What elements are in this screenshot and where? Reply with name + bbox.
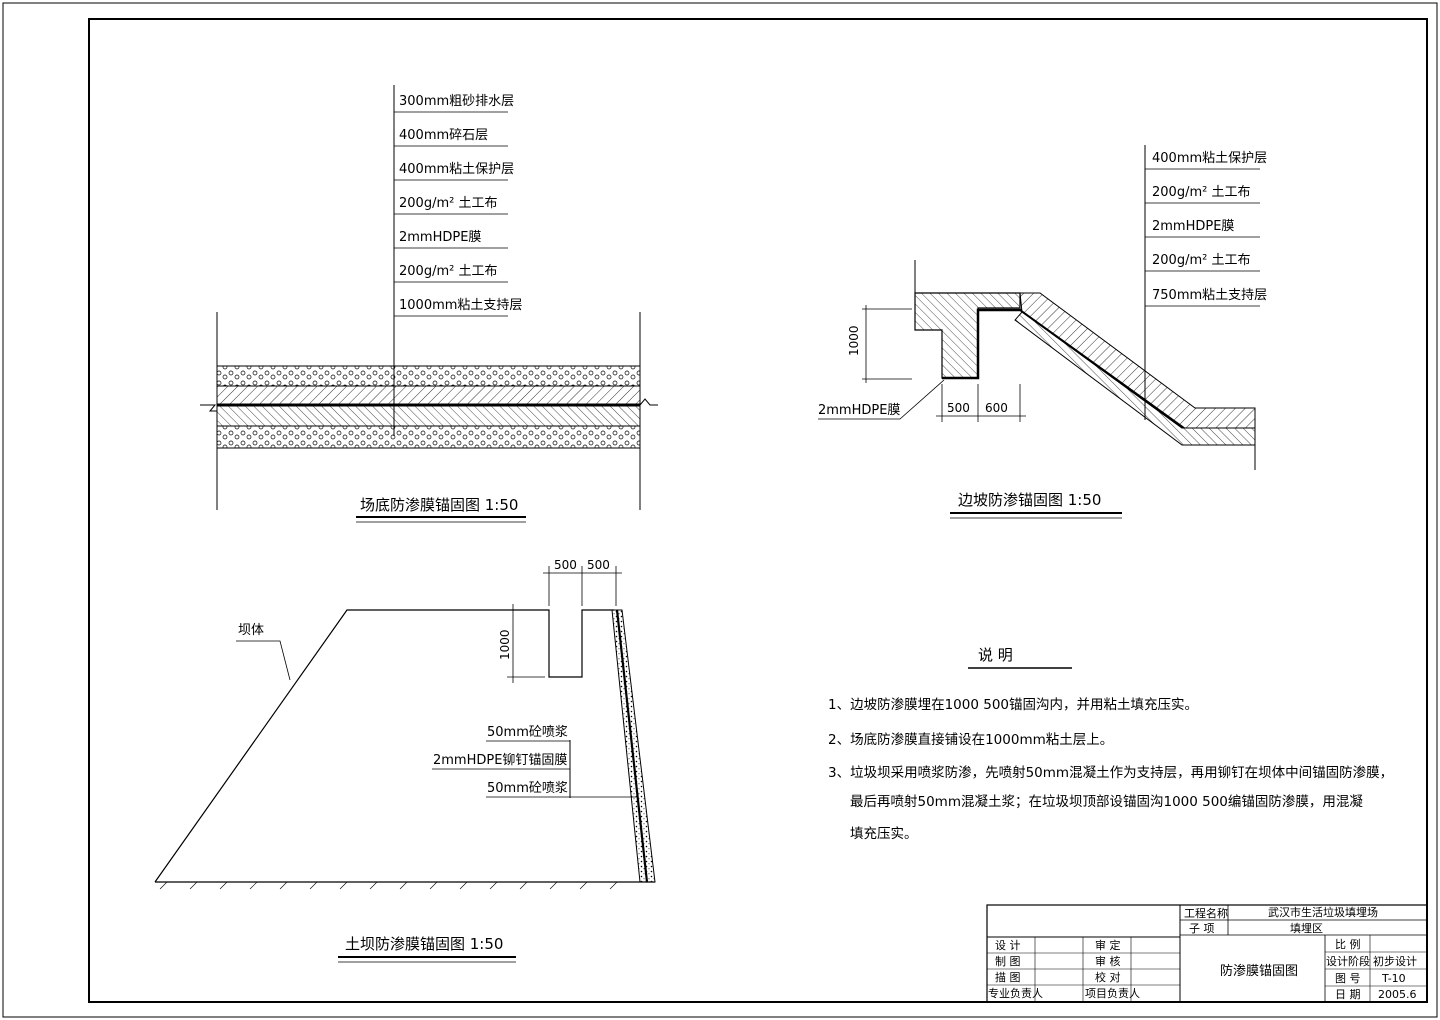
dam-shotcrete-face: [611, 609, 656, 883]
note-3-cont-2: 填充压实。: [850, 826, 918, 842]
notes: 说 明 1、边坡防渗膜埋在1000 500锚固沟内，并用粘土填充压实。 2、场底…: [828, 646, 1393, 842]
site-layer-1: 300mm粗砂排水层: [399, 94, 514, 109]
note-3: 3、垃圾坝采用喷浆防渗，先喷射50mm混凝土作为支持层，再用铆钉在坝体中间锚固防…: [828, 765, 1393, 781]
gravel-layer-bottom: [216, 425, 641, 449]
tb-drawing-no: T-10: [1381, 972, 1406, 985]
tb-specialty-lead: 专业负责人: [988, 986, 1043, 1000]
tb-project-lead: 项目负责人: [1085, 986, 1140, 1000]
tb-review: 审 核: [1095, 954, 1121, 968]
site-layer-4: 200g/m² 土工布: [399, 196, 497, 211]
slope-dim-600: 600: [985, 401, 1008, 415]
dam-body-label: 坝体: [238, 623, 264, 638]
tb-sub-item-label: 子 项: [1189, 922, 1215, 935]
tb-drawing-no-label: 图 号: [1335, 972, 1361, 985]
note-3-cont-1: 最后再喷射50mm混凝土浆；在垃圾坝顶部设锚固沟1000 500编锚固防渗膜，用…: [850, 794, 1363, 810]
slope-anchor-cap: [914, 292, 1021, 379]
tb-date: 2005.6: [1378, 988, 1417, 1001]
tb-design: 设 计: [995, 939, 1021, 952]
tb-stage-label: 设计阶段: [1326, 954, 1370, 968]
tb-drafting: 制 图: [995, 955, 1021, 968]
slope-dim-500: 500: [947, 401, 970, 415]
dam-dim-500a: 500: [554, 558, 577, 572]
tb-check: 校 对: [1095, 970, 1121, 984]
tb-project-name: 武汉市生活垃圾填埋场: [1268, 905, 1378, 919]
hdpe-layer: [217, 404, 640, 406]
slope-membrane-label: 2mmHDPE膜: [818, 403, 900, 418]
tb-drawing-name: 防渗膜锚固图: [1220, 963, 1298, 979]
title-block: [986, 904, 1428, 1003]
tb-approve: 审 定: [1095, 938, 1121, 952]
tb-scale-label: 比 例: [1335, 937, 1361, 951]
dam-title: 土坝防渗膜锚固图 1:50: [345, 935, 503, 953]
tb-date-label: 日 期: [1335, 988, 1361, 1001]
site-layer-5: 2mmHDPE膜: [399, 230, 481, 245]
clay-layer-top: [216, 385, 641, 405]
site-bottom-detail: 300mm粗砂排水层 400mm碎石层 400mm粘土保护层 200g/m² 土…: [200, 85, 658, 523]
title-block-text: 工程名称 武汉市生活垃圾填埋场 子 项 填埋区 设 计 制 图 描 图 专业负责…: [988, 905, 1417, 1001]
slope-layer-5: 750mm粘土支持层: [1152, 288, 1267, 303]
note-1: 1、边坡防渗膜埋在1000 500锚固沟内，并用粘土填充压实。: [828, 697, 1198, 713]
tb-project-name-label: 工程名称: [1184, 906, 1228, 920]
site-layer-7: 1000mm粘土支持层: [399, 298, 522, 313]
tb-tracing: 描 图: [995, 970, 1021, 984]
slope-layer-3: 2mmHDPE膜: [1152, 219, 1234, 234]
note-2: 2、场底防渗膜直接铺设在1000mm粘土层上。: [828, 731, 1113, 748]
site-layer-2: 400mm碎石层: [399, 128, 488, 143]
slope-dim-1000: 1000: [847, 325, 861, 356]
site-layer-3: 400mm粘土保护层: [399, 162, 514, 177]
dam-dim-500b: 500: [587, 558, 610, 572]
notes-heading: 说 明: [978, 646, 1013, 664]
slope-membrane-trench: [942, 308, 1022, 380]
slope-layer-4: 200g/m² 土工布: [1152, 253, 1250, 268]
dam-dim-1000: 1000: [498, 629, 512, 660]
gravel-layer-top: [216, 365, 641, 387]
slope-hdpe-line: [1019, 309, 1185, 429]
site-bottom-title: 场底防渗膜锚固图 1:50: [360, 496, 518, 514]
tb-stage: 初步设计: [1373, 954, 1417, 968]
slope-layer-2: 200g/m² 土工布: [1152, 185, 1250, 200]
inner-border: [88, 18, 1428, 1003]
slope-title: 边坡防渗锚固图 1:50: [958, 491, 1101, 509]
dam-body-outline: [154, 609, 614, 883]
dam-layer-1: 50mm砼喷浆: [487, 725, 568, 740]
slope-layer-1: 400mm粘土保护层: [1152, 151, 1267, 166]
dam-layer-3: 50mm砼喷浆: [487, 781, 568, 796]
slope-detail: 400mm粘土保护层 200g/m² 土工布 2mmHDPE膜 200g/m² …: [818, 145, 1267, 519]
dam-hdpe-line: [615, 609, 649, 883]
dam-layer-2: 2mmHDPE铆钉锚固膜: [433, 753, 567, 768]
tb-sub-item: 填埋区: [1290, 921, 1323, 935]
dam-detail: 500 500 1000 坝体 50mm砼喷浆 2mmHDPE铆钉锚固膜 50m…: [154, 558, 656, 963]
site-layer-6: 200g/m² 土工布: [399, 264, 497, 279]
support-layer: [216, 405, 641, 427]
